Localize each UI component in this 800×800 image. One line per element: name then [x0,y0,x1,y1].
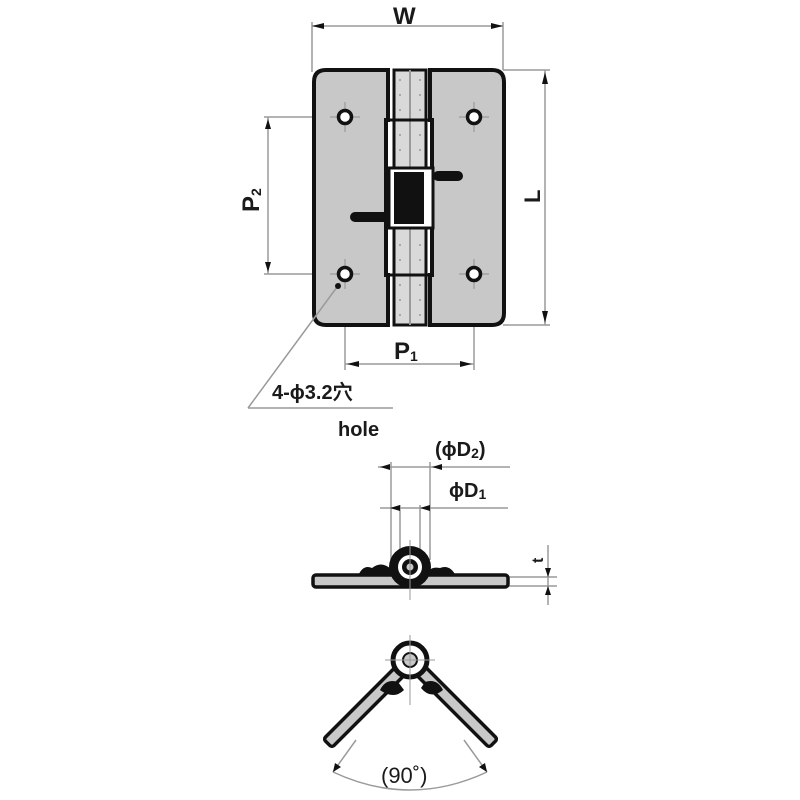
side-view-folded [322,635,499,791]
hole-leader [247,282,393,409]
front-view [247,22,550,409]
dim-w-line [311,22,504,72]
hole-top-right [465,108,483,126]
hole-bottom-left [336,265,354,283]
p1-sub: 1 [410,348,418,364]
dim-l-line [503,69,550,326]
p2-base: P [238,195,265,212]
dim-label-p1: P1 [394,340,418,364]
hole-spec-note: 4-ϕ3.2穴 [272,382,353,404]
d2-close: ) [478,439,486,461]
dim-label-t: t [530,557,547,563]
dim-label-d1: ϕD1 [449,481,486,501]
left-leaf [312,68,390,327]
open-angle-label: (90˚) [381,763,428,788]
d2-open: (ϕD [435,439,472,461]
hole-top-left [336,108,354,126]
dim-label-l: L [520,189,545,203]
hole-spec-note-en: hole [338,419,380,441]
d1-sub: 1 [478,486,487,502]
mounting-holes [330,102,489,289]
p1-base: P [394,338,411,365]
side-view-flat [311,462,557,605]
right-leaf [428,68,506,327]
dim-label-p2: P2 [238,188,265,212]
d1-prefix: ϕD [449,480,479,502]
dim-label-w: W [393,3,416,30]
d2-sub: 2 [471,445,479,461]
p2-sub: 2 [248,188,264,196]
spring [350,166,463,230]
hole-bottom-right [465,265,483,283]
dim-label-d2: (ϕD2) [435,440,486,460]
